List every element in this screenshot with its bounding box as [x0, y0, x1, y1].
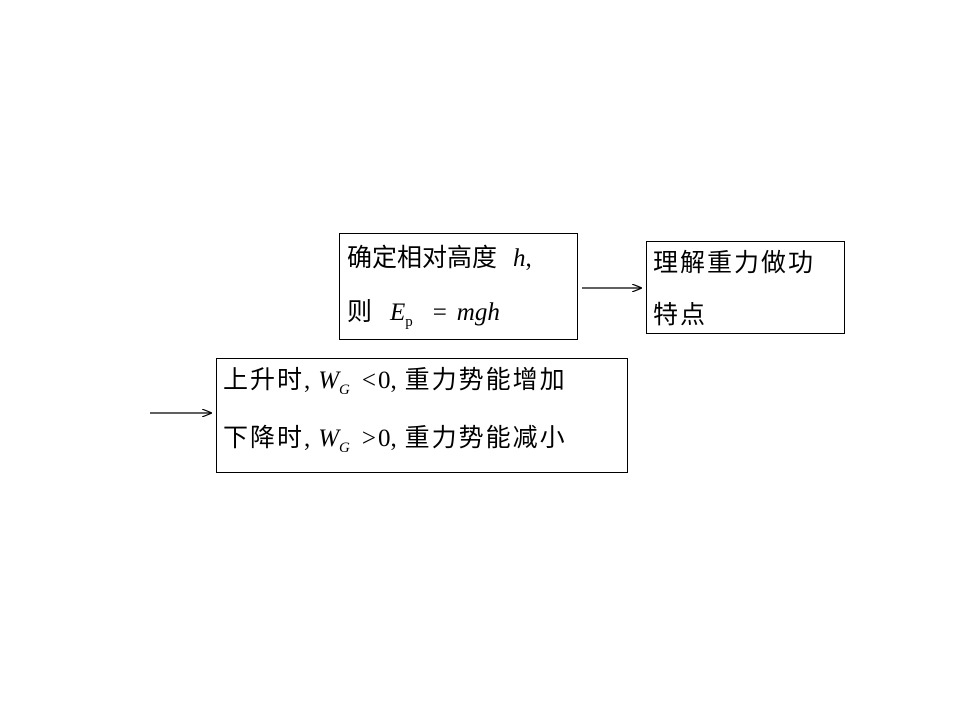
height-variable: h	[512, 245, 526, 272]
fall-comma-1: ,	[304, 425, 311, 452]
energy-line-1-comma: ,	[525, 245, 532, 272]
energy-line-1-text: 确定相对高度	[347, 243, 498, 272]
equals-sign: =	[432, 299, 447, 326]
work-line-1: 理解重力做功	[653, 248, 816, 277]
fall-label: 下降时	[223, 423, 305, 452]
greater-than-sign: >	[361, 425, 376, 452]
gravity-work-box: 理解重力做功 特点	[646, 241, 845, 334]
work-line-2: 特点	[653, 300, 708, 329]
rise-zero: 0	[377, 367, 391, 394]
energy-line-2: 则 Ep = mgh	[347, 297, 500, 337]
potential-energy-box: 确定相对高度 h, 则 Ep = mgh	[339, 233, 578, 340]
energy-change-box: 上升时, WG <0, 重力势能增加 下降时, WG >0, 重力势能减小	[216, 358, 628, 473]
fall-line: 下降时, WG >0, 重力势能减小	[223, 423, 567, 463]
work-gravity-symbol: WG	[318, 367, 350, 398]
work-gravity-symbol: WG	[318, 425, 350, 456]
rise-line: 上升时, WG <0, 重力势能增加	[223, 365, 567, 405]
rise-comma-2: ,	[390, 367, 397, 394]
rise-comma-1: ,	[304, 367, 311, 394]
fall-comma-2: ,	[390, 425, 397, 452]
rise-result: 重力势能增加	[404, 365, 567, 394]
rise-label: 上升时	[223, 365, 305, 394]
fall-zero: 0	[377, 425, 391, 452]
less-than-sign: <	[361, 367, 376, 394]
energy-line-1: 确定相对高度 h,	[347, 243, 532, 274]
formula-mgh: mgh	[456, 299, 500, 326]
fall-result: 重力势能减小	[404, 423, 567, 452]
potential-energy-symbol: Ep	[389, 299, 413, 330]
energy-line-2-text: 则	[347, 297, 373, 326]
